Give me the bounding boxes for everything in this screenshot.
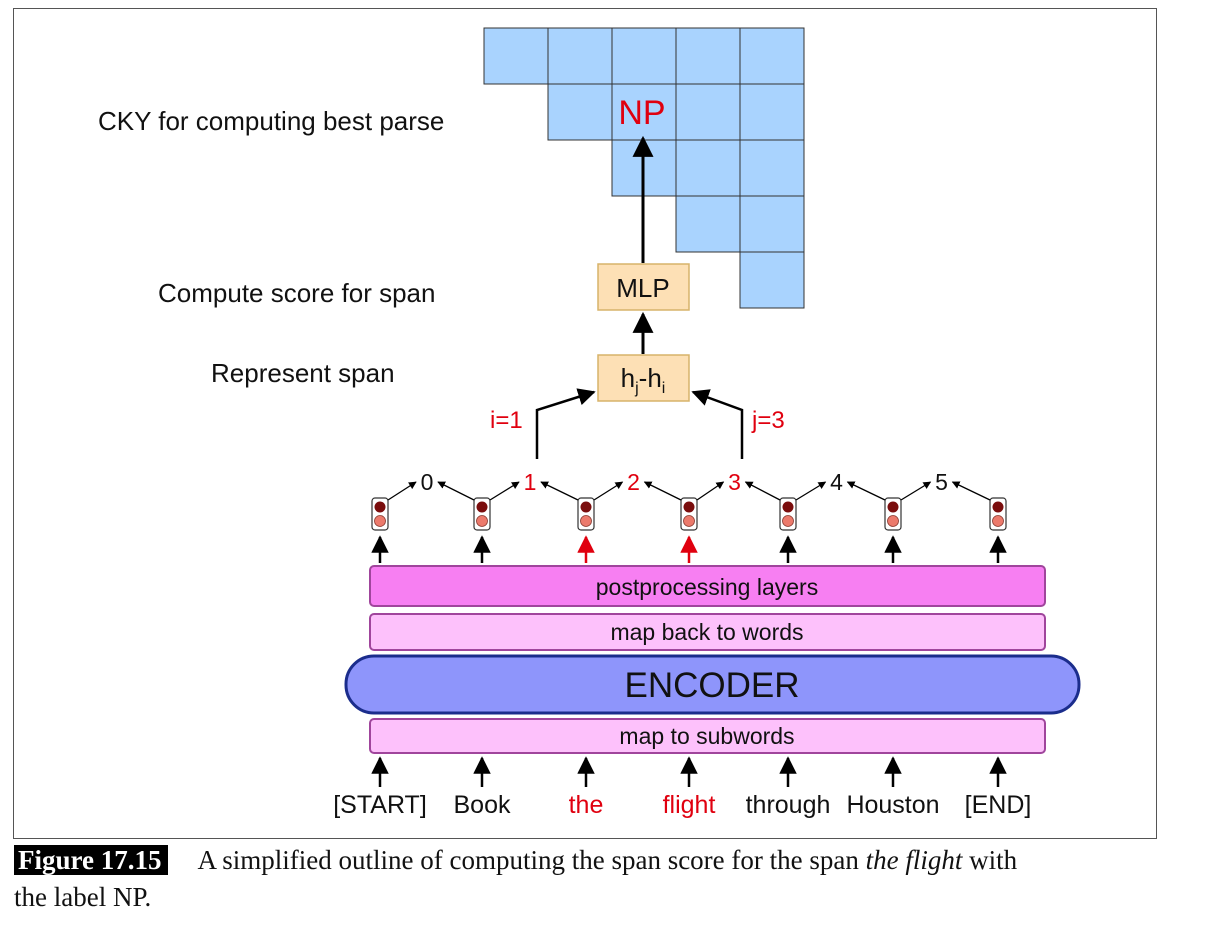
input-token: [START] xyxy=(333,791,427,819)
map-back-label: map back to words xyxy=(610,619,803,645)
map-to-subwords-layer xyxy=(369,718,1046,754)
chart-cell xyxy=(611,27,677,85)
chart-cell xyxy=(547,83,613,141)
boundary-arrow xyxy=(900,481,932,501)
caption-text-end: with xyxy=(962,845,1018,875)
node-dot-bottom xyxy=(580,515,592,527)
word-node xyxy=(884,497,902,787)
chart-cell xyxy=(675,83,741,141)
boundary-arrow xyxy=(696,481,725,501)
word-node xyxy=(577,497,595,787)
node-dot-top xyxy=(374,501,386,513)
chart-cell xyxy=(739,139,805,197)
boundary-arrow xyxy=(437,481,475,501)
node-dot-top xyxy=(683,501,695,513)
boundary-arrow xyxy=(744,481,781,501)
caption-text: A simplified outline of computing the sp… xyxy=(197,845,866,875)
stage-label-cky: CKY for computing best parse xyxy=(98,106,444,136)
chart-cell xyxy=(675,139,741,197)
node-dot-top xyxy=(992,501,1004,513)
postprocessing-layer xyxy=(369,565,1046,607)
input-tokens: [START] Book the flight through Houston [END] xyxy=(333,791,1031,819)
encoder-block xyxy=(344,654,1081,715)
boundary-index: 3 xyxy=(728,469,741,495)
chart-cell xyxy=(739,27,805,85)
boundary-arrow xyxy=(540,481,579,501)
word-node xyxy=(473,497,491,787)
span-index-i: i=1 xyxy=(490,407,523,434)
node-dot-top xyxy=(476,501,488,513)
boundary-arrow xyxy=(643,481,682,501)
word-node xyxy=(779,497,797,787)
boundary-indices: 0 1 2 3 4 5 xyxy=(387,469,991,501)
figure-caption: Figure 17.15 A simplified outline of comp… xyxy=(14,842,1174,916)
cky-chart xyxy=(483,27,805,309)
span-index-j: j=3 xyxy=(751,407,785,434)
figure-number: Figure 17.15 xyxy=(14,845,168,875)
span-representation-box xyxy=(597,354,690,402)
boundary-arrow xyxy=(846,481,886,501)
boundary-index: 0 xyxy=(421,469,434,495)
input-token: flight xyxy=(663,791,716,819)
node-dot-top xyxy=(887,501,899,513)
caption-italic: the flight xyxy=(865,845,963,875)
chart-cell xyxy=(611,83,677,141)
map-back-layer xyxy=(369,613,1046,651)
arrow-boundary-i xyxy=(535,388,596,459)
span-representation-label: hj-hi xyxy=(621,363,666,397)
encoder-label: ENCODER xyxy=(624,666,799,705)
input-token: Houston xyxy=(846,791,939,819)
input-token: through xyxy=(746,791,831,819)
boundary-index: 4 xyxy=(830,469,843,495)
boundary-index: 2 xyxy=(627,469,640,495)
node-dot-bottom xyxy=(476,515,488,527)
word-nodes xyxy=(371,497,1007,787)
arrow-boundary-j xyxy=(691,389,744,459)
chart-cell xyxy=(547,27,613,85)
word-node xyxy=(989,497,1007,787)
boundary-index: 5 xyxy=(935,469,948,495)
node-dot-bottom xyxy=(782,515,794,527)
input-token: [END] xyxy=(965,791,1032,819)
word-node xyxy=(680,497,698,787)
input-token: the xyxy=(569,791,604,819)
stage-label-score: Compute score for span xyxy=(158,278,435,308)
map-to-subwords-label: map to subwords xyxy=(619,723,794,749)
word-node xyxy=(371,497,389,787)
chart-cell xyxy=(739,251,805,309)
mlp-box xyxy=(597,263,690,311)
boundary-arrow xyxy=(593,481,624,501)
boundary-arrow xyxy=(951,481,991,501)
node-dot-bottom xyxy=(683,515,695,527)
boundary-arrow xyxy=(795,481,827,501)
chart-cell xyxy=(739,195,805,253)
node-dot-bottom xyxy=(887,515,899,527)
chart-cell xyxy=(739,83,805,141)
chart-cell xyxy=(483,27,549,85)
boundary-arrow xyxy=(489,481,520,501)
postprocessing-label: postprocessing layers xyxy=(596,574,818,600)
node-dot-bottom xyxy=(992,515,1004,527)
input-token: Book xyxy=(454,791,511,819)
boundary-arrow xyxy=(387,481,417,501)
mlp-label: MLP xyxy=(616,273,669,303)
chart-cell xyxy=(675,195,741,253)
chart-cell-label: NP xyxy=(618,94,665,132)
caption-line-2: the label NP. xyxy=(14,882,152,912)
node-dot-top xyxy=(580,501,592,513)
stage-label-represent: Represent span xyxy=(211,358,395,388)
boundary-index: 1 xyxy=(524,469,537,495)
chart-cell xyxy=(675,27,741,85)
figure-frame xyxy=(13,8,1157,839)
node-dot-bottom xyxy=(374,515,386,527)
node-dot-top xyxy=(782,501,794,513)
